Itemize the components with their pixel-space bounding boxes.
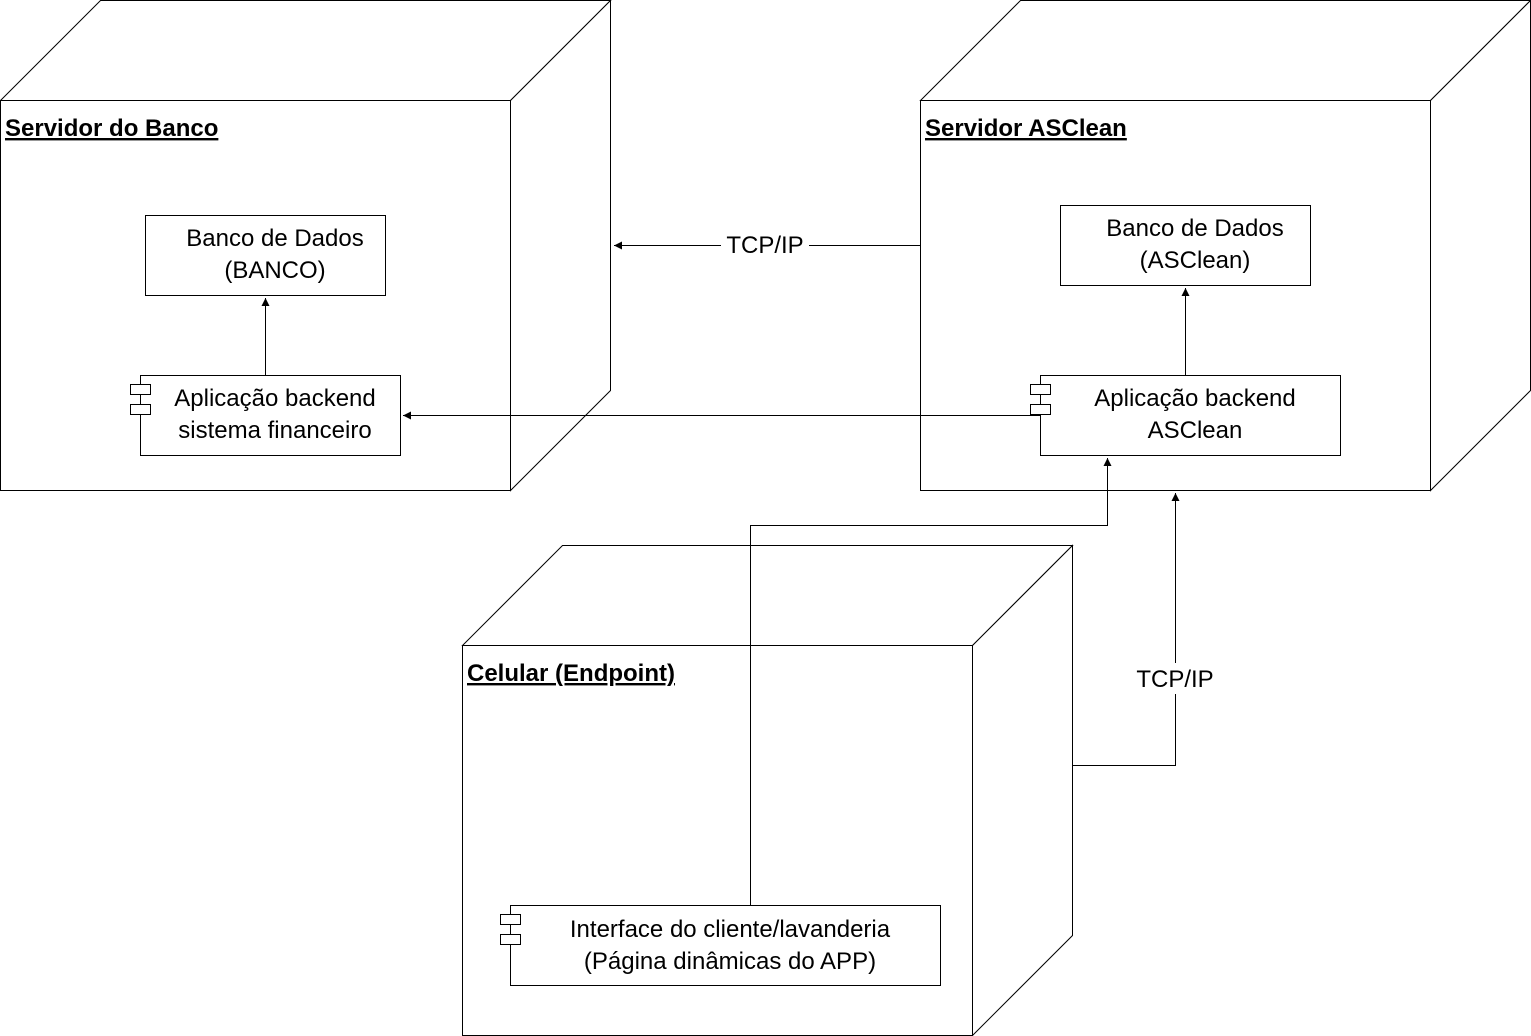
component-celular-line2: (Página dinâmicas do APP) bbox=[584, 948, 876, 975]
edge-label-tcpip-celular: TCP/IP bbox=[1136, 666, 1213, 693]
component-icon bbox=[500, 914, 521, 925]
arrow-interface-to-asclean-app bbox=[750, 458, 1112, 905]
component-asclean-line2: ASClean bbox=[1148, 417, 1243, 444]
component-icon bbox=[1030, 404, 1051, 415]
node-title-servidor-asclean: Servidor ASClean bbox=[925, 115, 1127, 142]
database-banco-line2: (BANCO) bbox=[224, 257, 325, 284]
node-title-servidor-banco: Servidor do Banco bbox=[5, 115, 218, 142]
database-box-asclean: Banco de Dados (ASClean) bbox=[1060, 205, 1311, 286]
component-box-banco: Aplicação backend sistema financeiro bbox=[130, 375, 401, 456]
edge-tcpip-bottom-lower bbox=[1072, 694, 1176, 766]
node-top-face bbox=[919, 0, 1531, 101]
database-asclean-line2: (ASClean) bbox=[1140, 247, 1251, 274]
component-icon bbox=[500, 934, 521, 945]
component-icon bbox=[130, 384, 151, 395]
database-banco-line1: Banco de Dados bbox=[186, 225, 363, 252]
component-box-asclean: Aplicação backend ASClean bbox=[1030, 375, 1341, 456]
component-box-celular: Interface do cliente/lavanderia (Página … bbox=[500, 905, 941, 986]
node-top-face bbox=[0, 0, 612, 101]
component-banco-line2: sistema financeiro bbox=[178, 417, 371, 444]
component-banco-line1: Aplicação backend bbox=[174, 385, 375, 412]
database-asclean-line1: Banco de Dados bbox=[1106, 215, 1283, 242]
node-servidor-banco bbox=[0, 0, 612, 492]
component-icon bbox=[130, 404, 151, 415]
edge-label-tcpip-servers: TCP/IP bbox=[726, 232, 803, 259]
component-icon bbox=[1030, 384, 1051, 395]
database-box-banco: Banco de Dados (BANCO) bbox=[145, 215, 386, 296]
node-title-celular: Celular (Endpoint) bbox=[467, 660, 675, 687]
node-top-face bbox=[461, 545, 1074, 646]
component-celular-line1: Interface do cliente/lavanderia bbox=[570, 916, 891, 943]
component-asclean-line1: Aplicação backend bbox=[1094, 385, 1295, 412]
